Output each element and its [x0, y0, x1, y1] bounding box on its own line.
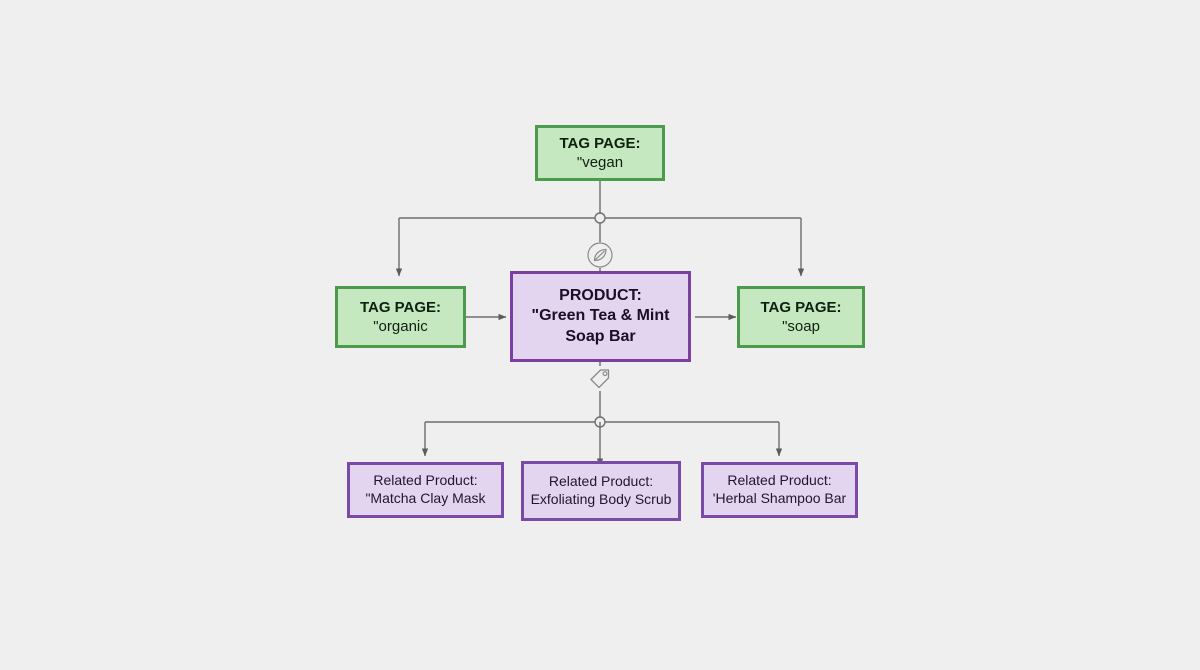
node-related-3-line2: 'Herbal Shampoo Bar [712, 490, 847, 506]
node-related-product-1[interactable]: Related Product: "Matcha Clay Mask [347, 462, 504, 518]
price-tag-icon [590, 369, 610, 389]
node-tag-soap-line1: TAG PAGE: [760, 298, 842, 316]
node-product[interactable]: PRODUCT: "Green Tea & Mint Soap Bar [510, 271, 691, 362]
node-related-product-3[interactable]: Related Product: 'Herbal Shampoo Bar [701, 462, 858, 518]
junction-bottom [594, 416, 606, 428]
node-related-product-2[interactable]: Related Product: Exfoliating Body Scrub [521, 461, 681, 521]
node-tag-page-organic[interactable]: TAG PAGE: "organic [335, 286, 466, 348]
node-tag-organic-line1: TAG PAGE: [359, 298, 442, 316]
node-tag-page-vegan[interactable]: TAG PAGE: "vegan [535, 125, 665, 181]
node-related-2-line2: Exfoliating Body Scrub [530, 491, 672, 507]
node-product-line2: "Green Tea & Mint [531, 307, 670, 325]
node-related-2-line1: Related Product: [548, 473, 654, 490]
node-tag-vegan-line1: TAG PAGE: [559, 134, 641, 152]
node-tag-organic-line2: "organic [373, 318, 428, 335]
node-product-line1: PRODUCT: [559, 286, 642, 304]
node-related-3-line1: Related Product: [727, 472, 832, 489]
node-tag-soap-line2: "soap [782, 318, 820, 335]
node-tag-page-soap[interactable]: TAG PAGE: "soap [737, 286, 865, 348]
node-related-1-line2: "Matcha Clay Mask [365, 490, 486, 506]
leaf-in-circle-icon [587, 242, 613, 268]
node-tag-vegan-line2: "vegan [576, 154, 624, 171]
node-related-1-line1: Related Product: [373, 472, 478, 489]
node-product-line3: Soap Bar [565, 327, 636, 345]
junction-top [594, 212, 606, 224]
